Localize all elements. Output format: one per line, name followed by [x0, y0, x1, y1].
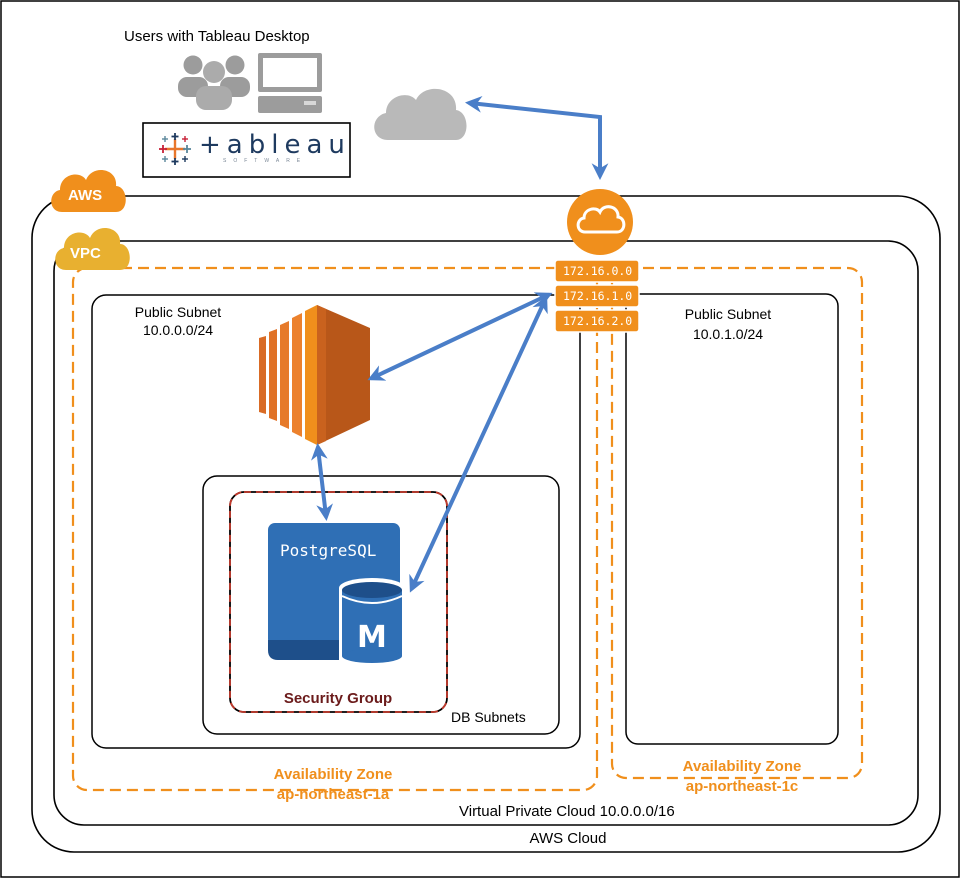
aws-cloud-boundary — [31, 195, 941, 853]
availability-zone-a-boundary — [71, 266, 599, 792]
route-entry-1: 172.16.1.0 — [563, 289, 633, 303]
ec2-route-arrow — [367, 292, 553, 381]
tableau-subtitle: SOFTWARE — [223, 158, 308, 164]
aws-badge-label: AWS — [68, 187, 103, 204]
public-subnet-a-name: Public Subnet — [134, 304, 222, 320]
db-subnets-label: DB Subnets — [451, 709, 526, 725]
security-group-label: Security Group — [283, 690, 393, 707]
rds-database-icon — [268, 523, 405, 663]
public-subnet-c-boundary — [625, 293, 839, 745]
availability-zone-c-name: ap-northeast-1c — [685, 778, 799, 795]
db-subnets-boundary — [202, 475, 560, 735]
vpc-badge-icon — [55, 227, 130, 270]
database-letter: M — [357, 620, 387, 655]
route-entry-0: 172.16.0.0 — [563, 264, 633, 278]
public-subnet-a-cidr: 10.0.0.0/24 — [142, 322, 214, 338]
aws-badge-icon — [51, 169, 126, 212]
public-subnet-c-name: Public Subnet — [684, 306, 772, 322]
availability-zone-c-label: Availability Zone — [682, 758, 802, 775]
availability-zone-a-name: ap-northeast-1a — [276, 786, 390, 803]
security-group-boundary — [229, 491, 448, 713]
desktop-computer-icon — [258, 53, 322, 113]
tableau-wordmark: +ableau SOFTWARE — [199, 130, 351, 164]
internet-cloud-icon — [374, 88, 467, 140]
tableau-logo-icon — [159, 133, 191, 165]
route-entry-box — [554, 284, 640, 308]
public-subnet-c-cidr: 10.0.1.0/24 — [692, 326, 764, 342]
route-table-icon — [554, 259, 640, 333]
vpc-badge-label: VPC — [70, 245, 101, 262]
route-entry-box — [554, 259, 640, 283]
aws-cloud-label: AWS Cloud — [529, 830, 607, 847]
public-subnet-a-boundary — [91, 294, 581, 749]
route-entry-2: 172.16.2.0 — [563, 314, 633, 328]
route-entry-box — [554, 309, 640, 333]
ec2-rds-arrow — [311, 442, 333, 522]
availability-zone-a-label: Availability Zone — [273, 766, 393, 783]
users-title: Users with Tableau Desktop — [124, 28, 310, 45]
internet-gateway-arrow — [464, 95, 609, 181]
ec2-instance-icon — [259, 305, 370, 445]
database-engine-label: PostgreSQL — [280, 541, 377, 560]
vpc-label: Virtual Private Cloud 10.0.0.0/16 — [459, 803, 675, 820]
users-icon — [178, 55, 250, 110]
rds-route-arrow — [409, 295, 548, 593]
vpc-boundary — [53, 240, 919, 826]
availability-zone-c-boundary — [610, 266, 864, 780]
internet-gateway-icon — [567, 189, 633, 255]
